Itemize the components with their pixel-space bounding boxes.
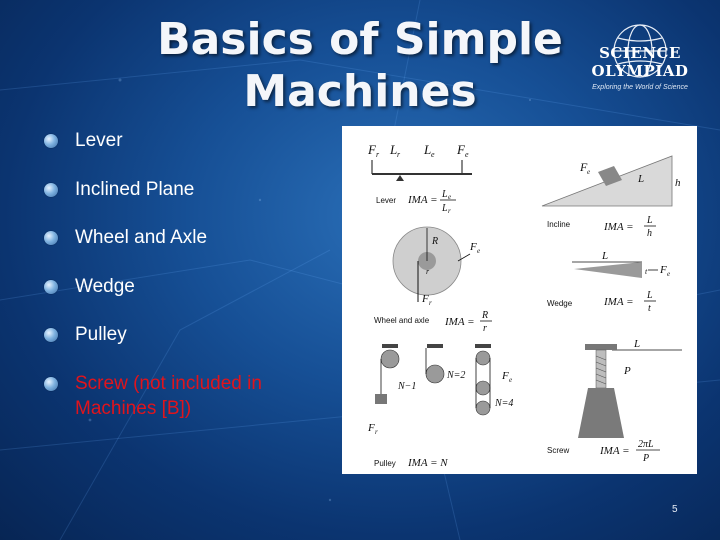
pulley-n2-label: N=2 — [446, 370, 465, 381]
svg-text:L: L — [423, 142, 431, 157]
lever-caption: Lever — [376, 196, 396, 205]
svg-text:F: F — [501, 370, 509, 382]
svg-text:P: P — [623, 365, 631, 377]
slide-title: Basics of Simple Machines — [157, 14, 563, 117]
bullet-label: Screw (not included in Machines [B]) — [75, 372, 262, 419]
globe-icon — [613, 24, 667, 78]
svg-text:2πL: 2πL — [638, 439, 654, 450]
lever-formula: IMA = — [407, 194, 438, 206]
svg-text:e: e — [587, 168, 590, 176]
svg-text:e: e — [465, 150, 469, 159]
bullet-label: Pulley — [75, 324, 127, 345]
svg-text:r: r — [376, 150, 380, 159]
svg-text:r: r — [426, 267, 430, 276]
svg-text:r: r — [448, 207, 451, 215]
bullet-label: Wedge — [75, 275, 135, 297]
pulley-formula: IMA = N — [407, 457, 448, 469]
bullet-label: Inclined Plane — [75, 178, 195, 200]
svg-text:e: e — [667, 270, 670, 278]
bullet-orb-icon — [44, 279, 58, 294]
svg-text:F: F — [659, 264, 667, 276]
svg-text:L: L — [441, 203, 448, 214]
svg-text:P: P — [642, 453, 649, 464]
svg-text:R: R — [481, 310, 488, 321]
logo-tagline: Exploring the World of Science — [592, 84, 688, 91]
svg-text:R: R — [431, 236, 438, 247]
svg-text:L: L — [601, 250, 608, 262]
bullet-item-wheel-and-axle: Wheel and Axle — [44, 225, 344, 274]
svg-text:F: F — [421, 293, 429, 305]
svg-text:L: L — [389, 142, 397, 157]
bullet-item-lever: Lever — [44, 128, 344, 177]
wheel-caption: Wheel and axle — [374, 316, 430, 325]
incline-caption: Incline — [547, 220, 571, 229]
bullet-orb-icon — [44, 328, 58, 342]
pulley-n4-label: N=4 — [494, 398, 513, 409]
pulley-n1-label: N−1 — [397, 381, 416, 392]
svg-text:t: t — [645, 267, 648, 276]
svg-text:e: e — [477, 247, 480, 255]
screw-formula: IMA = — [599, 445, 630, 457]
bullet-orb-icon — [44, 231, 58, 245]
svg-text:L: L — [441, 189, 448, 200]
incline-formula: IMA = — [603, 221, 634, 233]
svg-text:r: r — [429, 299, 432, 307]
svg-text:e: e — [431, 150, 435, 159]
slide-number: 5 — [672, 504, 678, 515]
wedge-caption: Wedge — [547, 299, 573, 308]
bullet-label: Wheel and Axle — [75, 227, 208, 248]
wheel-formula: IMA = — [444, 316, 475, 328]
science-olympiad-logo: SCIENCE OLYMPIAD Exploring the World of … — [565, 18, 715, 98]
svg-text:e: e — [509, 376, 512, 384]
svg-text:t: t — [648, 303, 651, 314]
svg-text:L: L — [637, 173, 644, 185]
bullet-orb-icon — [44, 376, 58, 391]
svg-text:F: F — [469, 241, 477, 253]
bullet-item-screw: Screw (not included in Machines [B]) — [44, 371, 344, 420]
bullet-label: Lever — [75, 130, 123, 151]
bullet-item-inclined-plane: Inclined Plane — [44, 177, 344, 226]
svg-text:F: F — [367, 422, 375, 434]
bullet-orb-icon — [44, 182, 58, 197]
svg-text:L: L — [646, 215, 653, 226]
svg-text:e: e — [448, 193, 451, 201]
svg-text:r: r — [397, 150, 401, 159]
bullet-orb-icon — [44, 134, 58, 148]
screw-diagram: L P Screw IMA = 2πL P — [547, 338, 682, 464]
screw-caption: Screw — [547, 446, 569, 455]
svg-text:F: F — [579, 160, 588, 174]
svg-text:h: h — [675, 177, 681, 189]
svg-text:F: F — [456, 142, 466, 157]
svg-text:r: r — [375, 428, 378, 436]
svg-text:r: r — [483, 323, 487, 334]
svg-text:h: h — [647, 228, 652, 239]
logo-wordmark: SCIENCE OLYMPIAD — [591, 44, 689, 80]
pulley-caption: Pulley — [374, 459, 396, 468]
svg-text:F: F — [367, 142, 377, 157]
bullet-item-pulley: Pulley — [44, 322, 344, 371]
wedge-formula: IMA = — [603, 296, 634, 308]
bullet-item-wedge: Wedge — [44, 274, 344, 323]
svg-text:L: L — [646, 290, 653, 301]
bullet-list: Lever Inclined Plane Wheel and Axle Wedg… — [44, 128, 344, 419]
svg-text:L: L — [633, 338, 640, 350]
